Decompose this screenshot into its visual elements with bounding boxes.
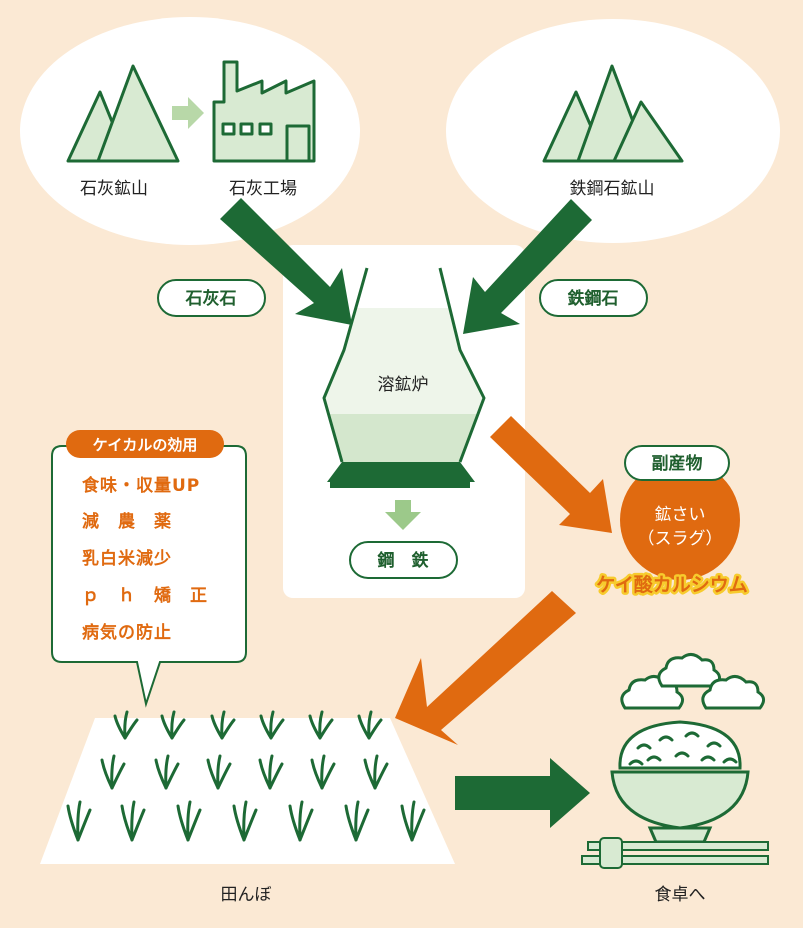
rice-plant-icon — [210, 710, 236, 740]
benefits-title: ケイカルの効用 — [93, 436, 198, 454]
limestone-cloud — [20, 17, 360, 245]
benefit-item: 減 農 薬 — [82, 511, 172, 532]
limestone-mine-label: 石灰鉱山 — [80, 179, 148, 199]
rice-plant-icon — [154, 754, 180, 790]
rice-plant-icon — [259, 710, 285, 740]
calcium-silicate-label: ケイ酸カルシウム — [596, 573, 748, 596]
rice-plant-icon — [120, 800, 146, 842]
lime-factory-label: 石灰工場 — [229, 179, 297, 199]
byproduct-pill — [624, 445, 730, 481]
rice-plant-icon — [363, 754, 389, 790]
limestone-mountain-icon — [66, 64, 180, 163]
slag-label-line2: （スラグ） — [638, 529, 723, 549]
rice-plant-icon — [66, 800, 92, 842]
benefit-item: 食味・収量UP — [82, 475, 200, 496]
limestone-pill — [157, 279, 266, 317]
paddy-label: 田んぼ — [221, 885, 272, 905]
benefits-bubble — [51, 445, 247, 708]
small-arrow-icon — [172, 97, 204, 129]
limestone-label: 石灰石 — [185, 288, 237, 309]
slag-circle — [620, 460, 740, 580]
rice-plant-icon — [160, 710, 186, 740]
down-arrow-icon — [385, 500, 421, 530]
steel-label: 鋼 鉄 — [377, 550, 429, 571]
rice-plant-icon — [288, 800, 314, 842]
slag-arrow — [490, 416, 612, 533]
paddy-field — [40, 718, 455, 864]
iron-ore-label: 鉄鋼石 — [568, 288, 619, 309]
rice-plant-icon — [113, 710, 139, 740]
to-table-arrow — [455, 758, 590, 828]
rice-plant-icon — [310, 754, 336, 790]
slag-label-line1: 鉱さい — [655, 505, 706, 525]
iron-ore-mine-label: 鉄鋼石鉱山 — [570, 179, 655, 199]
chopsticks-icon — [581, 837, 769, 869]
iron-ore-mountain-icon — [542, 64, 684, 163]
benefits-title-pill — [66, 430, 224, 458]
rice-plant-icon — [344, 800, 370, 842]
rice-plant-icon — [176, 800, 202, 842]
byproduct-label: 副産物 — [652, 453, 703, 474]
rice-plant-icon — [400, 800, 426, 842]
steel-pill — [349, 541, 458, 579]
benefit-item: ｐ ｈ 矯 正 — [82, 585, 208, 606]
benefit-item: 病気の防止 — [82, 622, 172, 643]
limestone-arrow — [220, 198, 352, 325]
rice-plant-icon — [100, 754, 126, 790]
rice-plant-icon — [232, 800, 258, 842]
rice-plant-icon — [357, 710, 383, 740]
rice-bowl-icon — [610, 653, 765, 844]
rice-plants — [66, 710, 426, 842]
calcium-silicate-arrow — [395, 591, 576, 745]
benefit-item: 乳白米減少 — [82, 548, 172, 569]
iron-ore-arrow — [463, 199, 592, 334]
to-table-label: 食卓へ — [655, 885, 706, 905]
rice-plant-icon — [258, 754, 284, 790]
iron-ore-pill — [539, 279, 648, 317]
rice-plant-icon — [206, 754, 232, 790]
factory-icon — [212, 60, 316, 163]
furnace-label: 溶鉱炉 — [378, 375, 429, 395]
rice-plant-icon — [308, 710, 334, 740]
